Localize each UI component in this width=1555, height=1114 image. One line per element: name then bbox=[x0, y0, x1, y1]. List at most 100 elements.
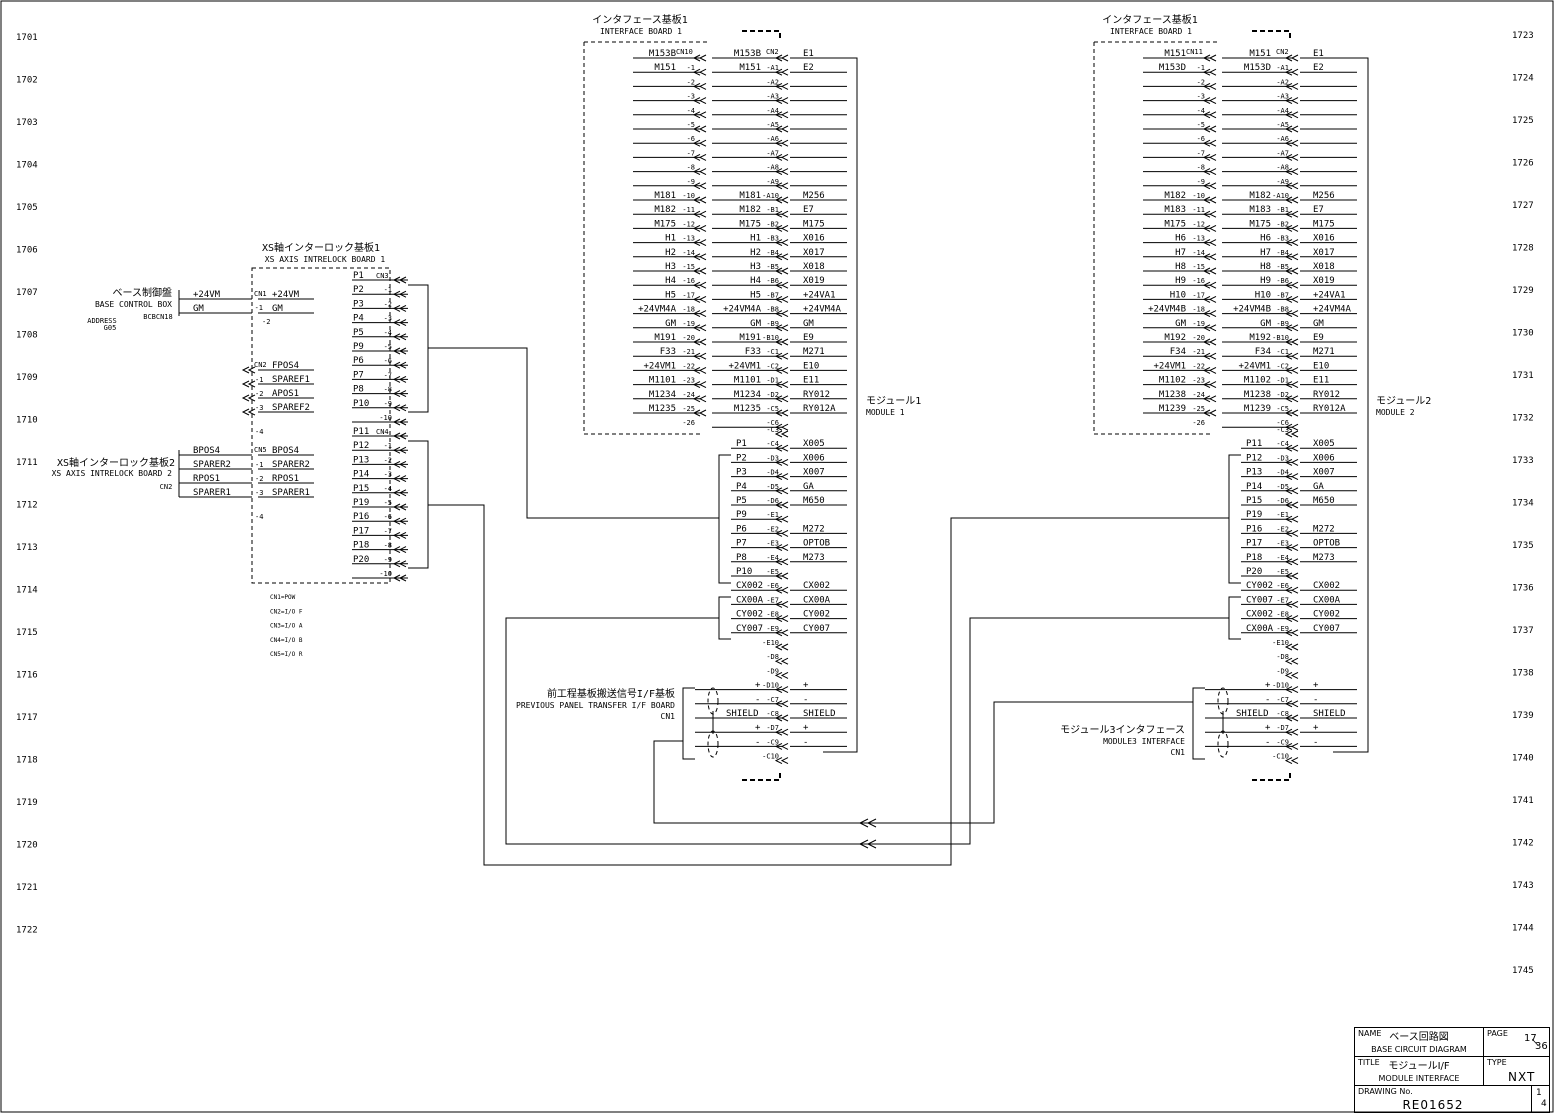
signal-label: + bbox=[803, 681, 809, 691]
drawing-number: RE01652 bbox=[1402, 1098, 1464, 1112]
signal-label: - bbox=[755, 695, 760, 705]
pin-number: -22 bbox=[1192, 362, 1205, 370]
signal-label: P18 bbox=[353, 541, 369, 551]
connector-mark bbox=[392, 304, 407, 312]
signal-label: M1101 bbox=[734, 376, 761, 386]
connector-mark bbox=[774, 324, 789, 332]
pin-number: -6 bbox=[687, 135, 695, 143]
row-number: 1721 bbox=[16, 883, 38, 893]
ext2-title-jp: モジュール3インタフェース bbox=[1060, 724, 1185, 736]
connector-mark bbox=[392, 361, 407, 369]
signal-label: E10 bbox=[1313, 361, 1329, 371]
connector-mark bbox=[1202, 68, 1217, 76]
pin-number: -5 bbox=[1197, 121, 1205, 129]
connector-mark bbox=[692, 409, 707, 417]
pin-number: -A4 bbox=[766, 107, 779, 115]
signal-label: X005 bbox=[803, 439, 825, 449]
row-number: 1708 bbox=[16, 331, 38, 341]
connector-mark bbox=[692, 310, 707, 318]
pin-number: -4 bbox=[1197, 107, 1205, 115]
signal-label: M182 bbox=[654, 205, 676, 215]
signal-label: M153B bbox=[649, 49, 676, 59]
pin-number: -B9 bbox=[1276, 320, 1289, 328]
signal-label: P11 bbox=[1246, 439, 1262, 449]
pin-number: -B5 bbox=[1276, 263, 1289, 271]
signal-label: F33 bbox=[660, 347, 676, 357]
legend-item: CN4=I/O B bbox=[270, 637, 303, 644]
pin-number: -3 bbox=[255, 489, 263, 497]
connector-mark bbox=[1284, 54, 1299, 62]
signal-label: X018 bbox=[803, 262, 825, 272]
row-number: 1725 bbox=[1512, 116, 1534, 126]
row-number: 1740 bbox=[1512, 754, 1534, 764]
connector-mark bbox=[692, 153, 707, 161]
signal-label: - bbox=[1265, 695, 1270, 705]
signal-label: E2 bbox=[803, 63, 814, 73]
name-label: NAME bbox=[1358, 1029, 1382, 1038]
pin-number: -B10 bbox=[1272, 334, 1289, 342]
pin-number: -B6 bbox=[1276, 277, 1289, 285]
sheet-cell: 1 4 bbox=[1531, 1085, 1550, 1113]
connector-mark bbox=[774, 224, 789, 232]
pin-number: -C5 bbox=[766, 405, 779, 413]
signal-label: X016 bbox=[1313, 234, 1335, 244]
pin-number: -E7 bbox=[766, 596, 779, 604]
signal-label: P3 bbox=[736, 468, 747, 478]
pin-number: -4 bbox=[687, 107, 695, 115]
signal-label: +24VM1 bbox=[1153, 361, 1186, 371]
pin-number: -A9 bbox=[1276, 178, 1289, 186]
signal-label: SPARER1 bbox=[272, 488, 310, 498]
signal-label: RY012A bbox=[803, 404, 836, 414]
pin-number: -4 bbox=[384, 329, 392, 337]
pin-number: -4 bbox=[255, 513, 263, 521]
pin-number: -10 bbox=[1192, 192, 1205, 200]
row-number: 1711 bbox=[16, 458, 38, 468]
xs2-title-jp: XS軸インターロック基板2 bbox=[57, 456, 175, 469]
pin-number: -3 bbox=[384, 315, 392, 323]
signal-label: +24VA1 bbox=[803, 290, 836, 300]
signal-label: H2 bbox=[750, 248, 761, 258]
connector-mark bbox=[692, 352, 707, 360]
signal-label: X005 bbox=[1313, 439, 1335, 449]
connector-mark bbox=[1202, 97, 1217, 105]
pin-number: -2 bbox=[687, 78, 695, 86]
connector-mark bbox=[1202, 310, 1217, 318]
connector-mark bbox=[692, 139, 707, 147]
signal-label: GM bbox=[665, 319, 676, 329]
connector-mark bbox=[1284, 430, 1299, 438]
signal-label: P15 bbox=[353, 484, 369, 494]
connector-mark bbox=[1202, 125, 1217, 133]
row-number: 1716 bbox=[16, 671, 38, 681]
connector-mark bbox=[392, 574, 407, 582]
connector-mark bbox=[1202, 253, 1217, 261]
connector-mark bbox=[1202, 281, 1217, 289]
connector-mark bbox=[392, 531, 407, 539]
connector-mark bbox=[774, 657, 789, 665]
row-number: 1742 bbox=[1512, 839, 1534, 849]
if2-title-jp: インタフェース基板1 bbox=[1102, 13, 1198, 26]
xs1-title-jp: XS軸インターロック基板1 bbox=[262, 241, 380, 254]
signal-label: CX00A bbox=[1313, 595, 1341, 605]
pin-number: -E3 bbox=[1276, 540, 1289, 548]
pin-number: -1 bbox=[384, 286, 392, 294]
title-cell: TITLE モジュールI/F MODULE INTERFACE bbox=[1354, 1056, 1484, 1086]
signal-label: CX002 bbox=[1313, 581, 1340, 591]
base-title-jp: ベース制御盤 bbox=[113, 286, 173, 299]
connector-mark bbox=[1284, 324, 1299, 332]
connector-mark bbox=[392, 390, 407, 398]
signal-label: M650 bbox=[1313, 496, 1335, 506]
signal-label: GM bbox=[750, 319, 761, 329]
pin-number: -E6 bbox=[1276, 582, 1289, 590]
pin-number: -5 bbox=[384, 499, 392, 507]
connector-mark bbox=[774, 643, 789, 651]
signal-label: M192 bbox=[1249, 333, 1271, 343]
row-number: 1709 bbox=[16, 373, 38, 383]
signal-label: CX00A bbox=[736, 595, 764, 605]
signal-label: P16 bbox=[1246, 524, 1262, 534]
connector-mark bbox=[692, 366, 707, 374]
connector-mark bbox=[392, 418, 407, 426]
signal-label: - bbox=[1313, 695, 1318, 705]
pin-number: -B8 bbox=[1276, 306, 1289, 314]
pin-number: -A8 bbox=[1276, 164, 1289, 172]
pin-number: -C4 bbox=[766, 440, 779, 448]
